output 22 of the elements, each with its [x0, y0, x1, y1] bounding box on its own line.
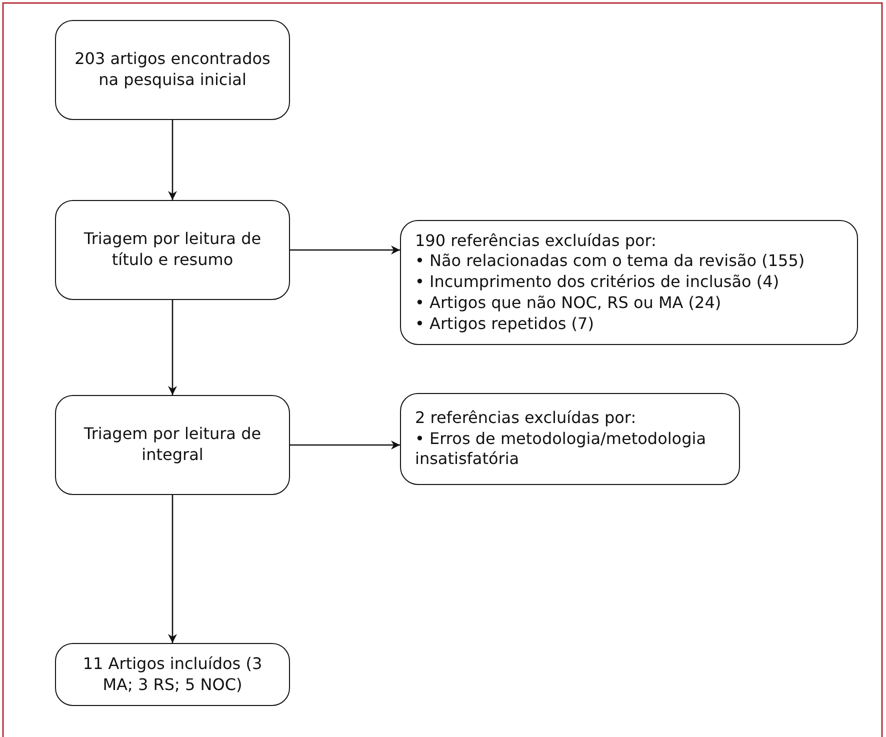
box-text: Triagem por leitura de integral [82, 424, 262, 466]
box-text: Triagem por leitura de título e resumo [82, 229, 262, 271]
list-item: • Não relacionadas com o tema da revisão (155) [415, 251, 806, 272]
list-item: • Erros de metodologia/metodologia insatisfatória [415, 428, 707, 470]
arrow [168, 300, 177, 395]
process-box [55, 200, 290, 300]
arrow [168, 120, 177, 200]
process-box [55, 395, 290, 495]
process-box [55, 20, 290, 120]
list-heading: 2 referências excluídas por: [415, 408, 638, 429]
box-text: 203 artigos encontrados na pesquisa inicial [74, 49, 271, 91]
arrow [290, 440, 400, 450]
list-item: • Incumprimento dos critérios de inclusão (4) [415, 272, 780, 293]
exclusion-box [400, 393, 740, 485]
list-item: • Artigos que não NOC, RS ou MA (24) [415, 292, 722, 314]
list-item: • Artigos repetidos (7) [415, 314, 595, 334]
list-heading: 190 referências excluídas por: [415, 230, 658, 252]
arrow [290, 246, 400, 254]
process-box [55, 643, 290, 706]
arrow [168, 495, 177, 643]
exclusion-box [400, 220, 858, 345]
box-text: 11 Artigos incluídos (3 MA; 3 RS; 5 NOC) [82, 654, 264, 696]
